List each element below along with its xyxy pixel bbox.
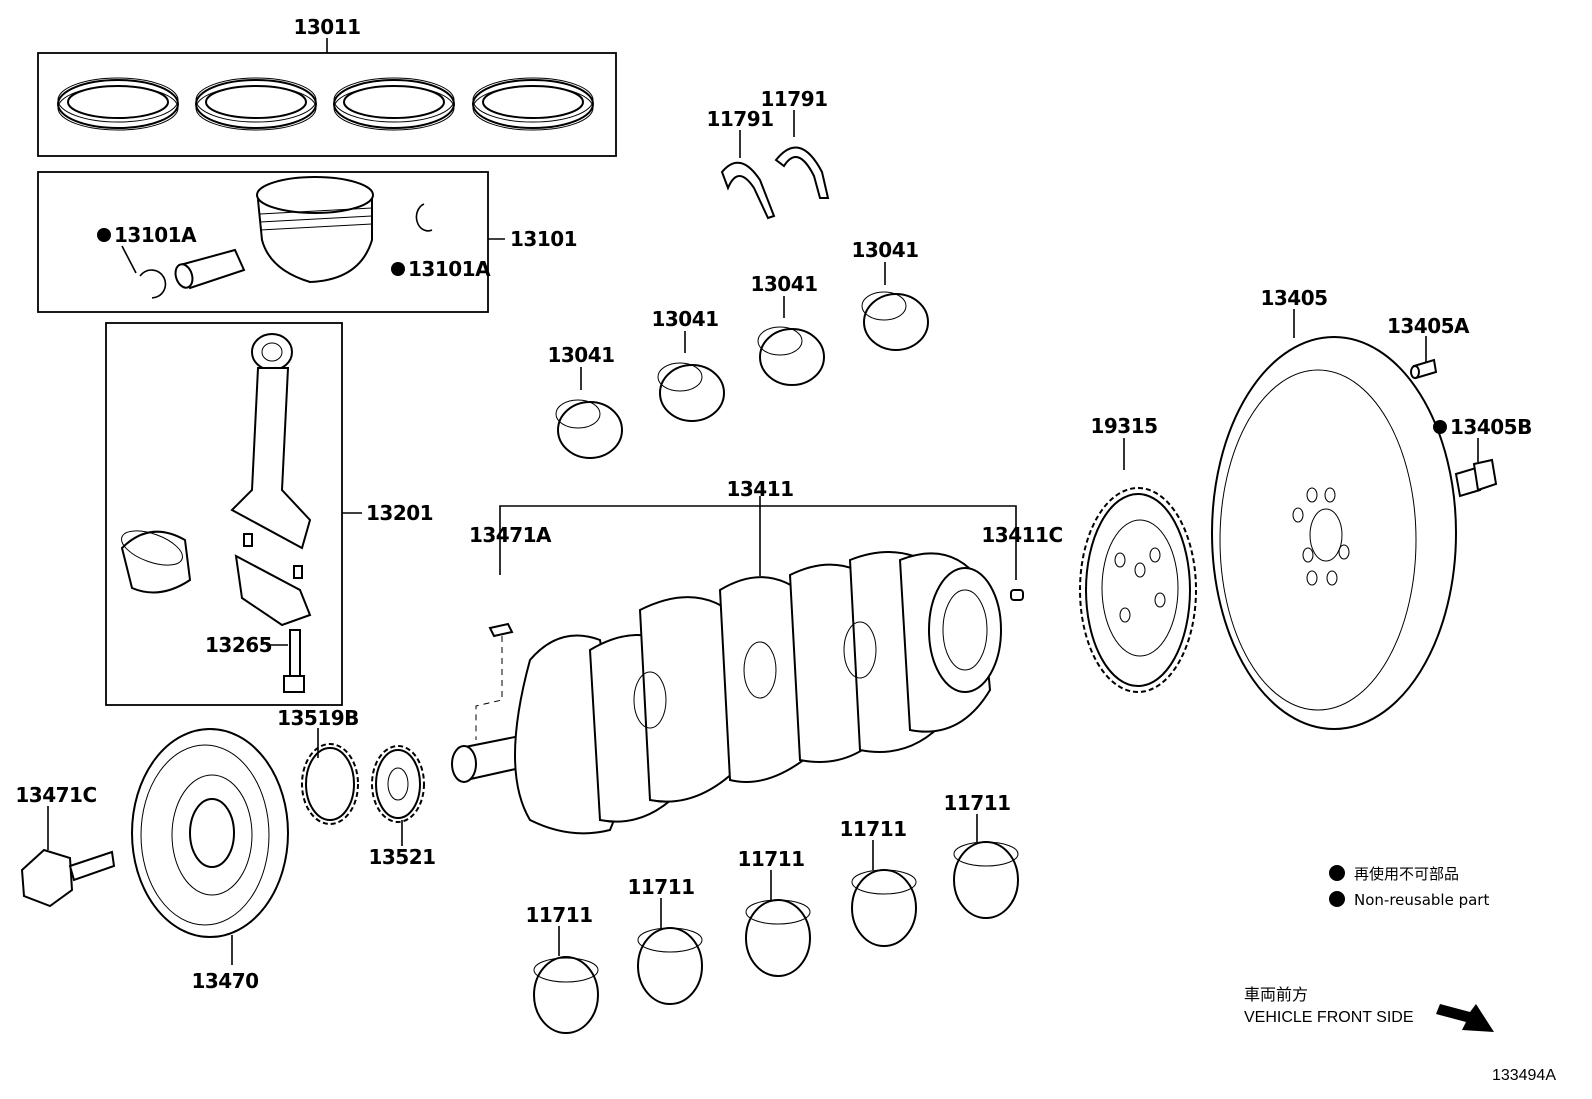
flywheel-bolt[interactable] bbox=[1454, 438, 1498, 498]
piston-ring bbox=[57, 77, 179, 131]
piston-sub-assembly[interactable] bbox=[37, 171, 505, 313]
legend-en: Non-reusable part bbox=[1354, 891, 1489, 909]
thrust-washer[interactable] bbox=[774, 110, 830, 199]
piston-ring bbox=[195, 77, 317, 131]
label-13411C[interactable]: 13411C bbox=[981, 523, 1063, 547]
label-11711-c[interactable]: 11711 bbox=[737, 847, 805, 871]
timing-rotor[interactable] bbox=[1079, 438, 1197, 693]
label-11711-d[interactable]: 11711 bbox=[839, 817, 907, 841]
front-jp: 車両前方 bbox=[1244, 986, 1308, 1004]
crankshaft-bearing-lower[interactable] bbox=[637, 898, 703, 1005]
crankshaft-timing-sprocket[interactable] bbox=[371, 745, 425, 846]
label-13101[interactable]: 13101 bbox=[510, 227, 578, 251]
piston-ring bbox=[472, 77, 594, 131]
label-11711-e[interactable]: 11711 bbox=[943, 791, 1011, 815]
label-13405[interactable]: 13405 bbox=[1260, 286, 1328, 310]
crankshaft-bearing-upper[interactable] bbox=[861, 262, 929, 351]
vehicle-front-indicator: 車両前方 VEHICLE FRONT SIDE bbox=[1244, 986, 1494, 1032]
thrust-washer[interactable] bbox=[720, 130, 776, 220]
label-13519B[interactable]: 13519B bbox=[277, 706, 359, 730]
flywheel[interactable] bbox=[1211, 309, 1457, 730]
label-11791-a[interactable]: 11791 bbox=[706, 107, 774, 131]
label-13471A[interactable]: 13471A bbox=[469, 523, 553, 547]
front-en: VEHICLE FRONT SIDE bbox=[1244, 1009, 1414, 1026]
connecting-rod-assembly[interactable] bbox=[105, 322, 362, 706]
label-13405B[interactable]: 13405B bbox=[1450, 415, 1532, 439]
non-reusable-marker bbox=[97, 228, 111, 242]
label-13041-a[interactable]: 13041 bbox=[547, 343, 615, 367]
non-reusable-marker bbox=[1329, 865, 1345, 881]
flywheel-pin[interactable] bbox=[1410, 336, 1438, 380]
crankshaft-pulley-bolt[interactable] bbox=[20, 806, 116, 908]
crankshaft-bearing-lower[interactable] bbox=[851, 840, 917, 947]
connecting-rod-bolt bbox=[283, 629, 305, 693]
label-13041-b[interactable]: 13041 bbox=[651, 307, 719, 331]
connecting-rod-bearing bbox=[120, 530, 192, 594]
crankshaft-bearing-lower[interactable] bbox=[533, 926, 599, 1034]
label-13411[interactable]: 13411 bbox=[726, 477, 794, 501]
piston-ring-set[interactable] bbox=[37, 38, 617, 157]
label-13405A[interactable]: 13405A bbox=[1387, 314, 1471, 338]
arrow-icon bbox=[1436, 1004, 1494, 1032]
label-13101A-left[interactable]: 13101A bbox=[114, 223, 198, 247]
label-13041-d[interactable]: 13041 bbox=[851, 238, 919, 262]
label-13521[interactable]: 13521 bbox=[368, 845, 436, 869]
crankshaft-bearing-upper[interactable] bbox=[757, 296, 825, 386]
crankshaft-bearing-upper[interactable] bbox=[657, 331, 725, 422]
crankshaft-bearing-lower[interactable] bbox=[953, 814, 1019, 919]
label-13101A-right[interactable]: 13101A bbox=[408, 257, 492, 281]
label-11711-a[interactable]: 11711 bbox=[525, 903, 593, 927]
label-13470[interactable]: 13470 bbox=[191, 969, 259, 993]
non-reusable-marker bbox=[1433, 420, 1447, 434]
non-reusable-marker bbox=[1329, 891, 1345, 907]
non-reusable-marker bbox=[391, 262, 405, 276]
label-13011[interactable]: 13011 bbox=[293, 15, 361, 39]
piston-pin bbox=[174, 248, 246, 290]
label-13265[interactable]: 13265 bbox=[205, 633, 273, 657]
crankshaft-gear[interactable] bbox=[301, 728, 359, 825]
label-13471C[interactable]: 13471C bbox=[15, 783, 97, 807]
label-13201[interactable]: 13201 bbox=[366, 501, 434, 525]
piston bbox=[256, 176, 374, 284]
diagram-id: 133494A bbox=[1492, 1067, 1556, 1084]
legend-jp: 再使用不可部品 bbox=[1354, 865, 1459, 883]
crankshaft-pulley[interactable] bbox=[131, 728, 289, 965]
crankshaft-bearing-lower[interactable] bbox=[745, 870, 811, 977]
connecting-rod-cap bbox=[234, 533, 312, 627]
crankshaft-bearing-upper[interactable] bbox=[555, 367, 623, 459]
legend: 再使用不可部品 Non-reusable part bbox=[1329, 865, 1489, 909]
label-11711-b[interactable]: 11711 bbox=[627, 875, 695, 899]
piston-ring bbox=[333, 77, 455, 131]
label-11791-b[interactable]: 11791 bbox=[760, 87, 828, 111]
label-19315[interactable]: 19315 bbox=[1090, 414, 1158, 438]
connecting-rod bbox=[230, 333, 312, 550]
label-13041-c[interactable]: 13041 bbox=[750, 272, 818, 296]
crankshaft[interactable] bbox=[451, 496, 1024, 835]
